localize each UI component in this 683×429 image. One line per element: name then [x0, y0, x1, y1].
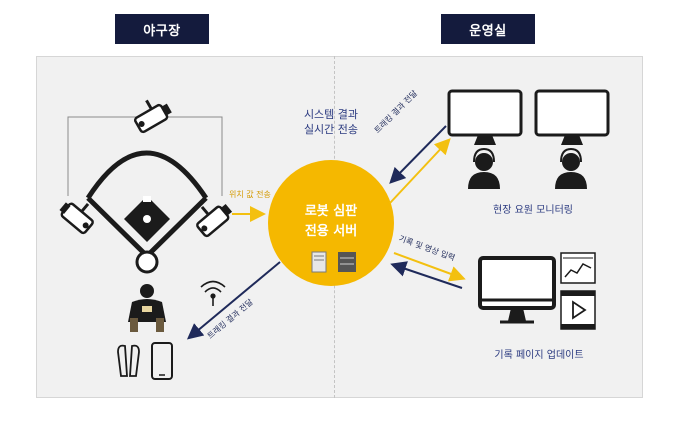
server-label-line1: 로봇 심판	[304, 204, 358, 219]
camera-icon	[133, 99, 172, 134]
record-input-arrow	[393, 252, 466, 282]
monitor-icon	[478, 256, 556, 324]
tracking-to-room-arrow	[389, 125, 447, 184]
field-monitoring-label: 현장 요원 모니터링	[493, 205, 573, 216]
stadium-section-header: 야구장	[115, 14, 209, 44]
robot-umpire-server	[268, 160, 394, 286]
camera-icon	[59, 202, 94, 235]
tracking-to-device-arrow	[186, 261, 281, 340]
chart-icon	[560, 252, 596, 284]
camera-icon	[196, 204, 233, 238]
record-page-update-label: 기록 페이지 업데이트	[494, 350, 584, 361]
smartphone-icon	[151, 342, 173, 380]
operator-headset-icon	[468, 147, 500, 189]
earbuds-icon	[117, 344, 140, 377]
operator-headset-icon	[555, 147, 587, 189]
baseball-diamond-icon	[85, 150, 209, 274]
system-result-label-line2: 실시간 전송	[303, 123, 359, 136]
position-transfer-label: 위치 값 전송	[229, 190, 271, 199]
video-play-icon	[560, 290, 596, 330]
wireless-signal-icon	[200, 280, 226, 306]
umpire-icon	[128, 284, 166, 332]
server-icon	[311, 251, 356, 273]
server-label-line2: 전용 서버	[304, 224, 358, 239]
monitor-icon	[447, 89, 523, 145]
system-result-label-line1: 시스템 결과	[303, 108, 359, 121]
record-return-arrow	[390, 261, 463, 289]
monitor-icon	[534, 89, 610, 145]
result-to-room-arrow	[389, 138, 451, 204]
control-room-section-header: 운영실	[441, 14, 535, 44]
